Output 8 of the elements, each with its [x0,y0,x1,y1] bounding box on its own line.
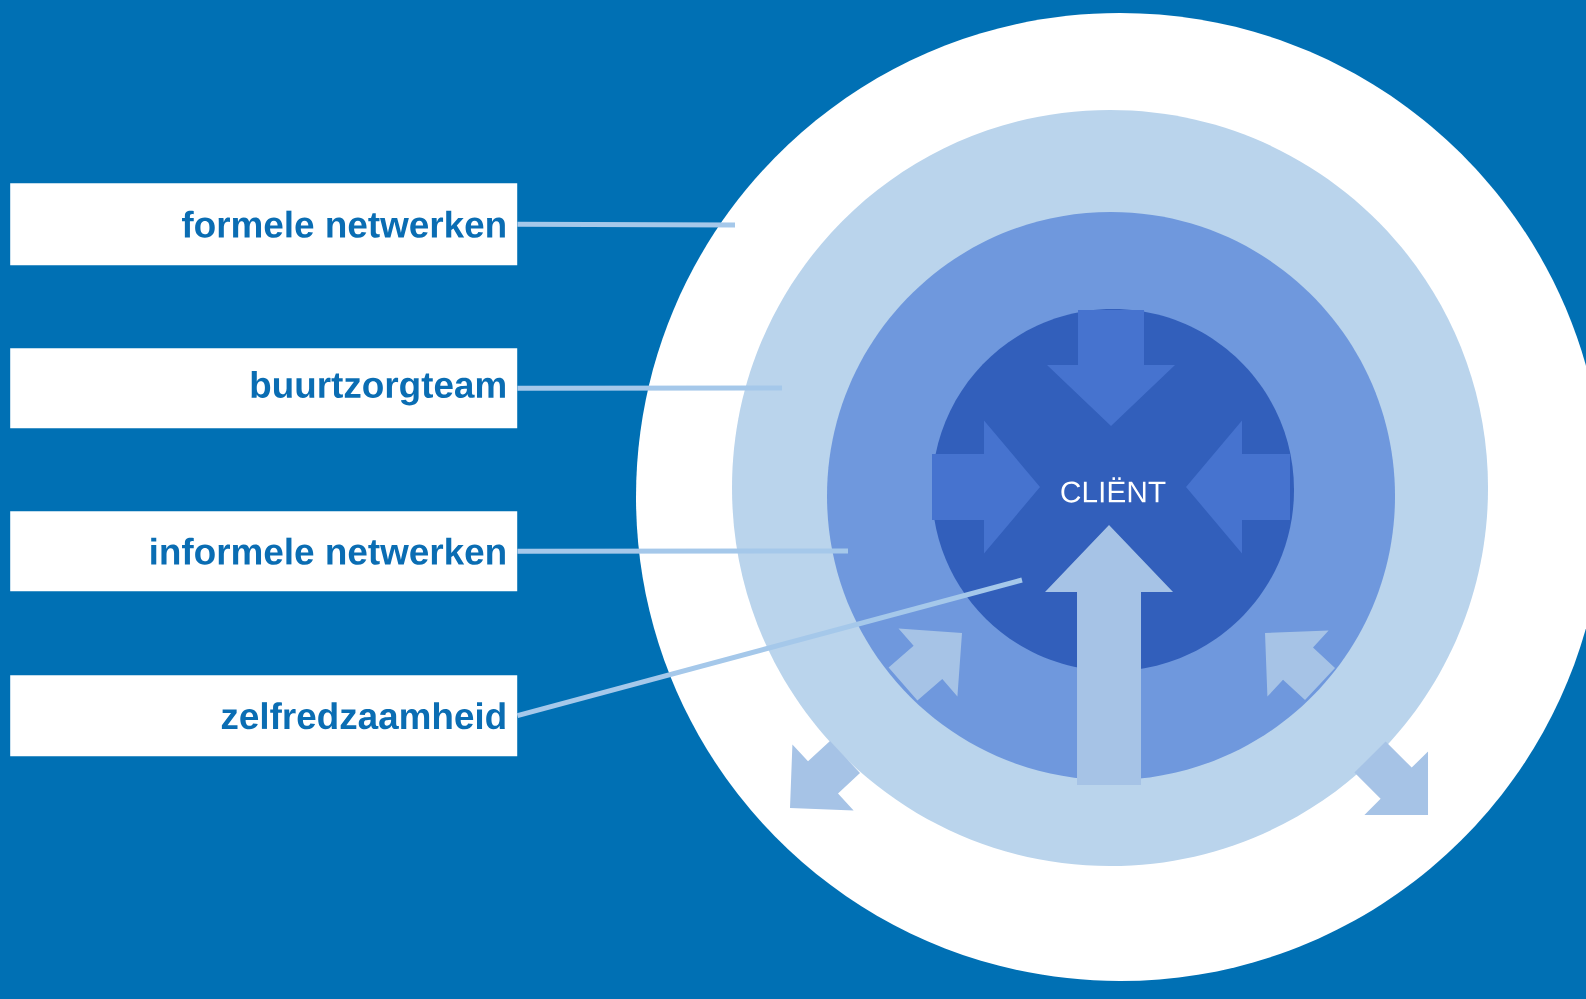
label-box: buurtzorgteam [10,348,518,429]
label-box: informele netwerken [10,511,518,592]
label-box: formele netwerken [10,183,518,266]
leader-line [517,385,782,391]
leader-line [517,221,735,228]
leader-line [517,548,848,554]
leader-line [516,577,1023,719]
label-box: zelfredzaamheid [10,675,518,757]
